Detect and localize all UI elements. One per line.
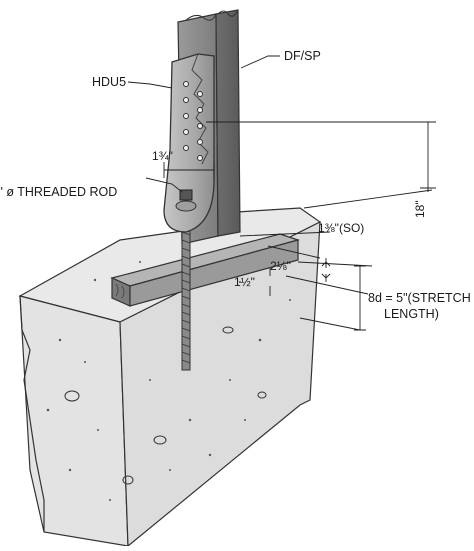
hdu5-holdown bbox=[163, 53, 215, 233]
label-stretch-line1: 8d = 5"(STRETCH bbox=[368, 291, 471, 305]
fastener-holes bbox=[183, 81, 203, 161]
label-wood-species: DF/SP bbox=[284, 49, 321, 63]
label-holdown-width: 1¾" bbox=[152, 149, 173, 163]
concrete-foundation bbox=[18, 207, 322, 548]
label-dim-2-1-8: 2⅛" bbox=[270, 259, 291, 273]
label-dim-1-1-2: 1½" bbox=[234, 275, 255, 289]
post-side-face bbox=[215, 9, 241, 237]
concrete-front-face bbox=[19, 295, 129, 547]
dimension-lines bbox=[163, 121, 436, 331]
hex-nut bbox=[179, 189, 193, 201]
leader-lines bbox=[127, 55, 280, 193]
label-stretch-line2: LENGTH) bbox=[384, 307, 439, 321]
label-threaded-rod: ⅝" ø THREADED ROD bbox=[0, 185, 117, 199]
label-holdown-model: HDU5 bbox=[92, 75, 126, 89]
label-standoff: 1⅜"(SO) bbox=[318, 221, 364, 235]
label-height-18: 18" bbox=[413, 200, 427, 218]
sill-plate bbox=[110, 233, 301, 307]
